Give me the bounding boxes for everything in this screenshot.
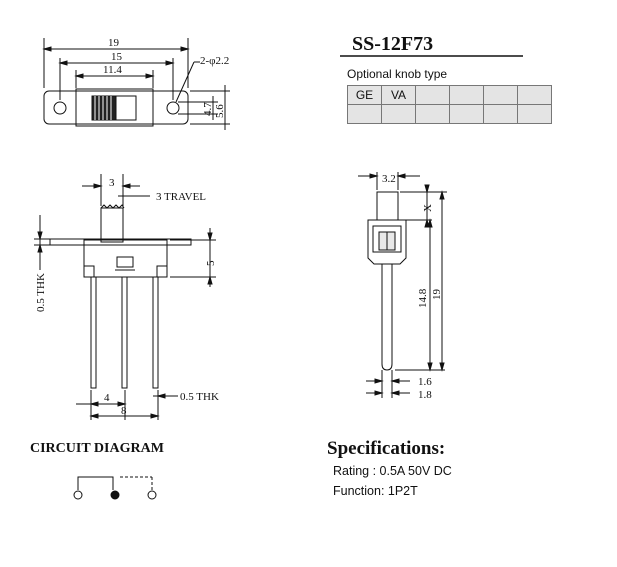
knob-type-label: Optional knob type: [347, 67, 448, 81]
knob-cell: [347, 104, 382, 124]
terminal-common: [110, 490, 120, 500]
dim-19: 19: [431, 289, 443, 301]
dim-1-6: 1.6: [418, 376, 432, 388]
dim-travel: 3 TRAVEL: [156, 191, 206, 203]
dim-body-11-4: 11.4: [103, 64, 122, 76]
dim-thk-right: 0.5 THK: [180, 391, 219, 403]
terminal-2: [147, 490, 157, 500]
knob-cell: [449, 104, 484, 124]
dim-pitch-4: 4: [104, 392, 110, 404]
specifications-title: Specifications:: [327, 438, 446, 459]
top-view: [42, 38, 230, 130]
knob-cell: [381, 104, 416, 124]
dim-height-5: 5: [205, 260, 217, 266]
knob-cell: [449, 85, 484, 105]
dim-holes: 2-φ2.2: [200, 55, 229, 67]
knob-cell: GE: [347, 85, 382, 105]
dim-1-8: 1.8: [418, 389, 432, 401]
dim-x: X: [422, 204, 434, 212]
dim-mount-15: 15: [111, 51, 123, 63]
knob-type-table: GE VA: [347, 85, 552, 124]
spec-function: Function: 1P2T: [333, 484, 418, 498]
dim-14-8: 14.8: [417, 288, 429, 308]
dim-thk-left: 0.5 THK: [35, 273, 47, 312]
terminal-1: [73, 490, 83, 500]
knob-cell: [517, 104, 552, 124]
side-view: [358, 172, 447, 398]
dim-knob-3-2: 3.2: [382, 173, 396, 185]
knob-cell: [483, 85, 518, 105]
circuit-diagram-title: CIRCUIT DIAGRAM: [30, 441, 164, 456]
dim-span-8: 8: [121, 405, 127, 417]
knob-cell: VA: [381, 85, 416, 105]
knob-row-2: [347, 104, 552, 124]
front-view: [34, 174, 216, 420]
dim-height-4-7: 4.7: [202, 102, 214, 116]
spec-rating: Rating : 0.5A 50V DC: [333, 464, 452, 478]
knob-row-1: GE VA: [347, 85, 552, 105]
knob-cell: [415, 104, 450, 124]
dim-height-5-6: 5.6: [214, 104, 226, 118]
knob-cell: [415, 85, 450, 105]
knob-cell: [517, 85, 552, 105]
dim-overall-19: 19: [108, 37, 120, 49]
dim-knob-3: 3: [109, 177, 115, 189]
circuit-diagram: [73, 476, 157, 500]
part-number: SS-12F73: [352, 33, 434, 55]
knob-cell: [483, 104, 518, 124]
